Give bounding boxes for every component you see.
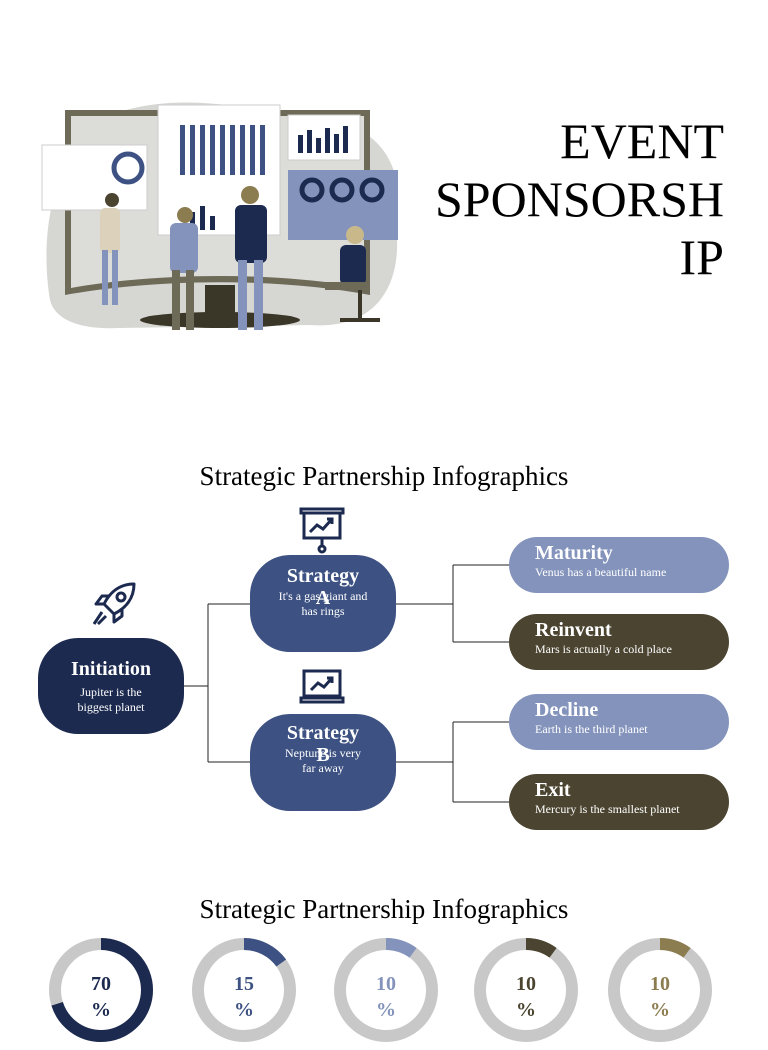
strategy-b-title: Strategy B [286,722,360,766]
donut-gauge: 10 % [605,935,715,1045]
outcome-title: Maturity [535,542,613,564]
presentation-chart-icon [299,507,345,554]
team-analytics-illustration [41,102,398,330]
page-title: EVENT SPONSORSH IP [434,113,724,285]
connector-lines [184,564,510,803]
donut-row: 70 % 15 % 10 % 10 % 10 % [0,935,768,1042]
donut-label: 10 % [650,973,670,1021]
outcome-text: Venus has a beautiful name [535,565,667,579]
strategy-a-text: It's a gas giant and has rings [278,589,368,618]
initiation-node: Initiation Jupiter is the biggest planet [38,638,184,734]
donut-fill [334,938,438,1042]
initiation-title: Initiation [70,658,152,680]
section-title: Strategic Partnership Infographics [199,461,569,491]
strategy-b-node: Strategy B Neptune is very far away [250,714,396,811]
donut-fill [608,938,712,1042]
initiation-text: Jupiter is the biggest planet [77,685,145,714]
donut-fill [192,938,296,1042]
donut-label: 10 % [516,973,536,1021]
strategy-b-text: Neptune is very far away [285,746,361,775]
outcome-title: Reinvent [535,619,612,641]
rocket-icon [92,582,136,626]
donut-gauge: 10 % [471,935,581,1045]
outcome-text: Mars is actually a cold place [535,642,672,656]
strategy-diagram: Initiation Jupiter is the biggest planet… [0,500,768,840]
donut-gauge: 70 % [46,935,156,1045]
donut-fill [474,938,578,1042]
section-title: Strategic Partnership Infographics [199,894,569,924]
outcome-reinvent: Reinvent Mars is actually a cold place [509,614,729,670]
donut-label: 10 % [376,973,396,1021]
outcome-title: Exit [535,779,571,801]
donut-label: 15 % [234,973,254,1021]
outcome-maturity: Maturity Venus has a beautiful name [509,537,729,593]
outcome-text: Earth is the third planet [535,722,648,736]
outcome-title: Decline [535,699,599,721]
outcome-decline: Decline Earth is the third planet [509,694,729,750]
donut-gauge: 15 % [189,935,299,1045]
laptop-chart-icon [299,669,345,704]
strategy-a-node: Strategy A It's a gas giant and has ring… [250,555,396,652]
outcome-text: Mercury is the smallest planet [535,802,680,816]
strategy-a-title: Strategy A [286,565,360,609]
donut-label: 70 % [91,973,111,1021]
donut-gauge: 10 % [331,935,441,1045]
outcome-exit: Exit Mercury is the smallest planet [509,774,729,830]
